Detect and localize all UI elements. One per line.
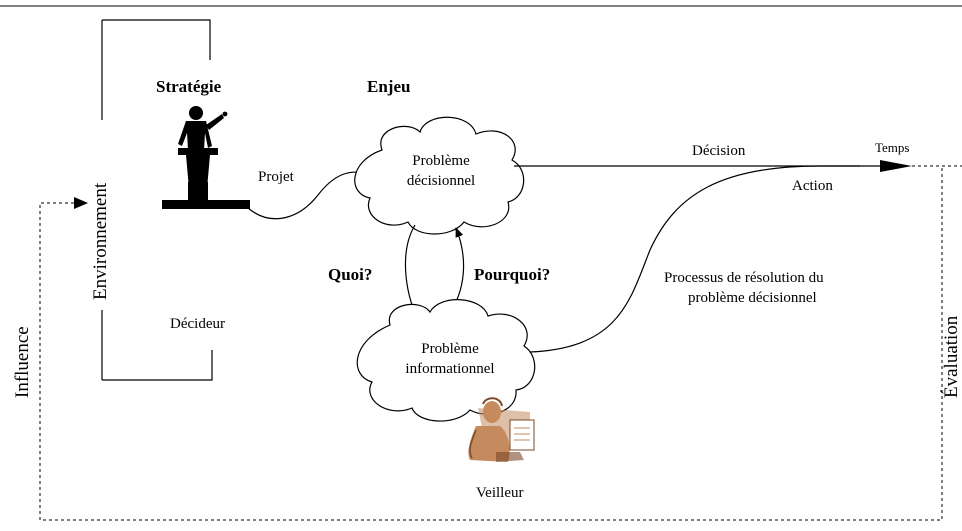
label-influence: Influence (12, 326, 33, 398)
label-decision: Décision (692, 143, 746, 159)
label-processus-line1: Processus de résolution du (664, 270, 824, 286)
cloud-probleme-decisionnel (354, 116, 525, 235)
influence-arrowhead (74, 197, 88, 209)
projet-connector (247, 171, 367, 220)
influence-feedback-line (39, 168, 943, 521)
label-temps: Temps (875, 140, 909, 155)
cloud-probleme-informationnel (356, 299, 536, 422)
label-pourquoi: Pourquoi? (474, 265, 550, 284)
cloud-informationnel-line2: informationnel (405, 361, 494, 377)
label-action: Action (792, 178, 833, 194)
label-quoi: Quoi? (328, 265, 372, 284)
environment-bracket-bottom (102, 350, 213, 381)
processus-curve (529, 165, 860, 353)
label-evaluation: Évaluation (940, 315, 962, 398)
label-environnement: Environnement (90, 182, 111, 300)
veilleur-icon (468, 397, 535, 462)
speaker-podium-icon (162, 106, 250, 209)
cloud-informationnel-line1: Problème (421, 341, 479, 357)
label-processus-line2: problème décisionnel (688, 290, 817, 306)
environment-bracket-top (102, 19, 211, 60)
label-enjeu: Enjeu (367, 77, 410, 96)
label-decideur: Décideur (170, 316, 225, 332)
cloud-decisionnel-line2: décisionnel (407, 173, 475, 189)
label-veilleur: Veilleur (476, 485, 523, 501)
label-strategie: Stratégie (156, 77, 222, 96)
label-projet: Projet (258, 169, 295, 185)
decision-arrowhead (880, 160, 912, 172)
cloud-decisionnel-line1: Problème (412, 153, 470, 169)
